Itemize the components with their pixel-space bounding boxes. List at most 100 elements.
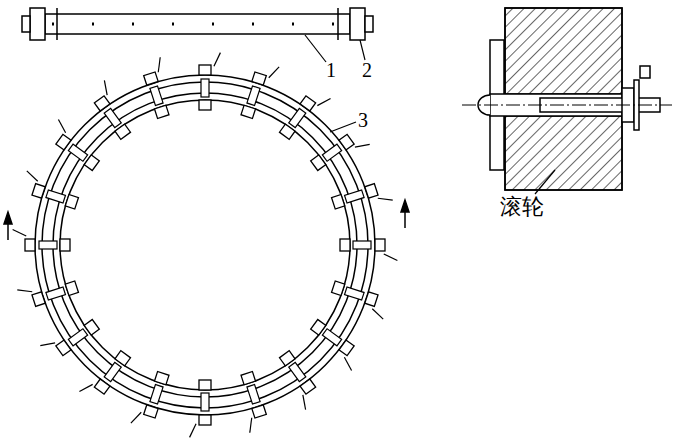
outer-bracket bbox=[252, 405, 267, 418]
spoke bbox=[378, 198, 393, 200]
roller-unit bbox=[199, 53, 220, 110]
spoke bbox=[131, 412, 141, 423]
outer-bracket bbox=[144, 405, 159, 418]
outer-bracket bbox=[199, 65, 211, 75]
roller-unit bbox=[311, 319, 354, 370]
roller-unit bbox=[311, 134, 370, 170]
roller-block bbox=[247, 385, 260, 405]
roller-block bbox=[201, 393, 209, 411]
roller-unit bbox=[241, 67, 279, 119]
outer-bracket bbox=[365, 184, 378, 199]
roller-unit bbox=[332, 184, 393, 209]
outer-bracket bbox=[144, 72, 159, 85]
spoke bbox=[13, 230, 27, 236]
roller-unit bbox=[131, 372, 169, 424]
spoke bbox=[250, 418, 252, 433]
roller-unit bbox=[40, 319, 99, 355]
spoke bbox=[372, 309, 383, 319]
spoke bbox=[79, 384, 92, 391]
inner-roller bbox=[65, 281, 78, 296]
outer-bracket bbox=[32, 184, 45, 199]
roller-block bbox=[353, 241, 371, 249]
rollers bbox=[13, 53, 398, 438]
spoke bbox=[190, 424, 196, 438]
roller-block bbox=[68, 329, 87, 346]
roller-unit bbox=[279, 96, 330, 139]
roller-block bbox=[68, 144, 87, 161]
roller-unit bbox=[27, 171, 79, 209]
roller-unit bbox=[190, 380, 211, 437]
roller-block bbox=[345, 287, 365, 300]
spoke bbox=[104, 80, 107, 95]
outer-bracket bbox=[375, 239, 385, 251]
outer-bracket bbox=[56, 340, 71, 356]
roller-block bbox=[46, 190, 66, 203]
spoke bbox=[214, 53, 220, 67]
outer-bracket bbox=[94, 379, 110, 394]
spoke bbox=[27, 171, 38, 181]
outer-bracket bbox=[32, 292, 45, 307]
outer-bracket bbox=[252, 72, 267, 85]
ring bbox=[35, 75, 375, 415]
roller-block bbox=[104, 108, 121, 127]
inner-roller bbox=[65, 194, 78, 209]
roller-unit bbox=[94, 80, 130, 139]
inner-roller bbox=[340, 239, 350, 251]
roller-unit bbox=[13, 230, 70, 251]
outer-bracket bbox=[199, 415, 211, 425]
roller-unit bbox=[79, 351, 130, 394]
roller-block bbox=[322, 144, 341, 161]
spoke bbox=[58, 119, 65, 132]
inner-roller bbox=[241, 105, 256, 118]
spoke bbox=[384, 254, 398, 260]
outer-bracket bbox=[56, 134, 71, 150]
roller-unit bbox=[144, 57, 169, 118]
roller-block bbox=[345, 190, 365, 203]
inner-roller bbox=[241, 372, 256, 385]
inner-roller bbox=[199, 100, 211, 110]
inner-roller bbox=[199, 380, 211, 390]
spoke bbox=[40, 343, 55, 346]
top-bar bbox=[22, 8, 373, 40]
direction-arrows bbox=[4, 200, 409, 240]
roller-section bbox=[462, 8, 672, 190]
outer-bracket bbox=[25, 239, 35, 251]
inner-roller bbox=[60, 239, 70, 251]
roller-block bbox=[322, 329, 341, 346]
spoke bbox=[344, 357, 351, 370]
roller-unit bbox=[340, 239, 397, 260]
roller-block bbox=[150, 86, 163, 106]
outer-bracket bbox=[339, 340, 354, 356]
callout-number: 2 bbox=[362, 60, 372, 80]
spoke bbox=[269, 67, 279, 78]
part-label: 滚轮 bbox=[500, 196, 544, 218]
inner-roller bbox=[154, 372, 169, 385]
callout-number: 3 bbox=[358, 110, 368, 130]
roller-unit bbox=[332, 281, 384, 319]
outer-bracket bbox=[339, 134, 354, 150]
roller-block bbox=[46, 287, 66, 300]
roller-unit bbox=[279, 351, 315, 410]
roller-block bbox=[39, 241, 57, 249]
spoke bbox=[158, 57, 160, 72]
spoke bbox=[303, 395, 306, 410]
outer-bracket bbox=[300, 379, 316, 394]
roller-block bbox=[289, 108, 306, 127]
roller-block bbox=[247, 86, 260, 106]
roller-block bbox=[104, 362, 121, 381]
roller-unit bbox=[241, 372, 266, 433]
outer-bracket bbox=[300, 96, 316, 111]
outer-bracket bbox=[94, 96, 110, 111]
spoke bbox=[317, 98, 330, 105]
roller-block bbox=[201, 79, 209, 97]
roller-block bbox=[150, 385, 163, 405]
roller-block bbox=[289, 362, 306, 381]
roller-unit bbox=[56, 119, 99, 170]
spoke bbox=[17, 290, 32, 292]
callout-number: 1 bbox=[326, 60, 336, 80]
inner-roller bbox=[332, 194, 345, 209]
inner-roller bbox=[154, 105, 169, 118]
outer-bracket bbox=[365, 292, 378, 307]
